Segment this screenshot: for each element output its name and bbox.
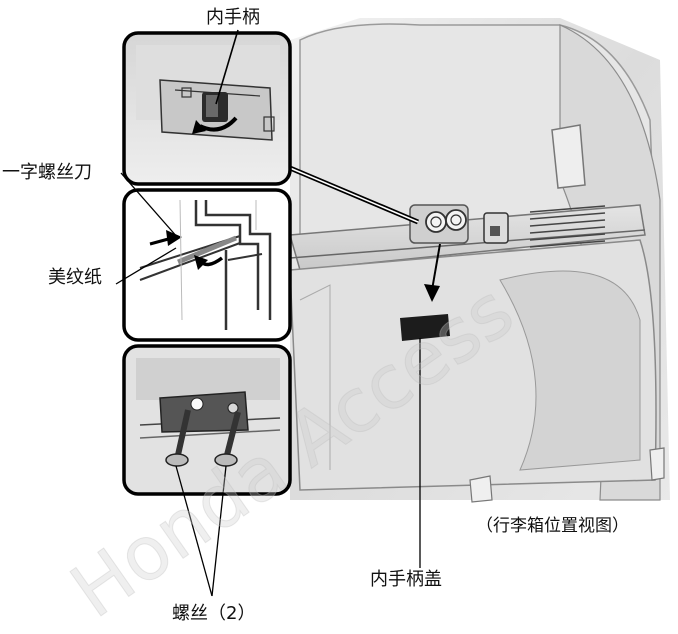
inset-inner-handle <box>122 29 292 186</box>
down-arrow-icon <box>424 284 440 302</box>
label-screws: 螺丝（2） <box>172 603 256 624</box>
label-inner-handle-cover: 内手柄盖 <box>370 569 442 590</box>
label-flat-screwdriver: 一字螺丝刀 <box>2 162 92 183</box>
inset-screwdriver <box>122 188 292 342</box>
leader-lines <box>115 172 421 597</box>
label-inner-handle: 内手柄 <box>206 7 260 28</box>
label-masking-tape: 美纹纸 <box>48 267 102 288</box>
label-view-caption: （行李箱位置视图） <box>476 516 629 536</box>
rotate-arrow-icon <box>192 120 206 134</box>
vent-slats <box>529 205 606 248</box>
inner-handle-cover-shape <box>400 314 450 341</box>
push-arrow-icon <box>166 230 182 246</box>
inset-screws <box>122 344 292 496</box>
pry-arrow-icon <box>194 255 208 270</box>
trunk-interior <box>289 18 670 503</box>
